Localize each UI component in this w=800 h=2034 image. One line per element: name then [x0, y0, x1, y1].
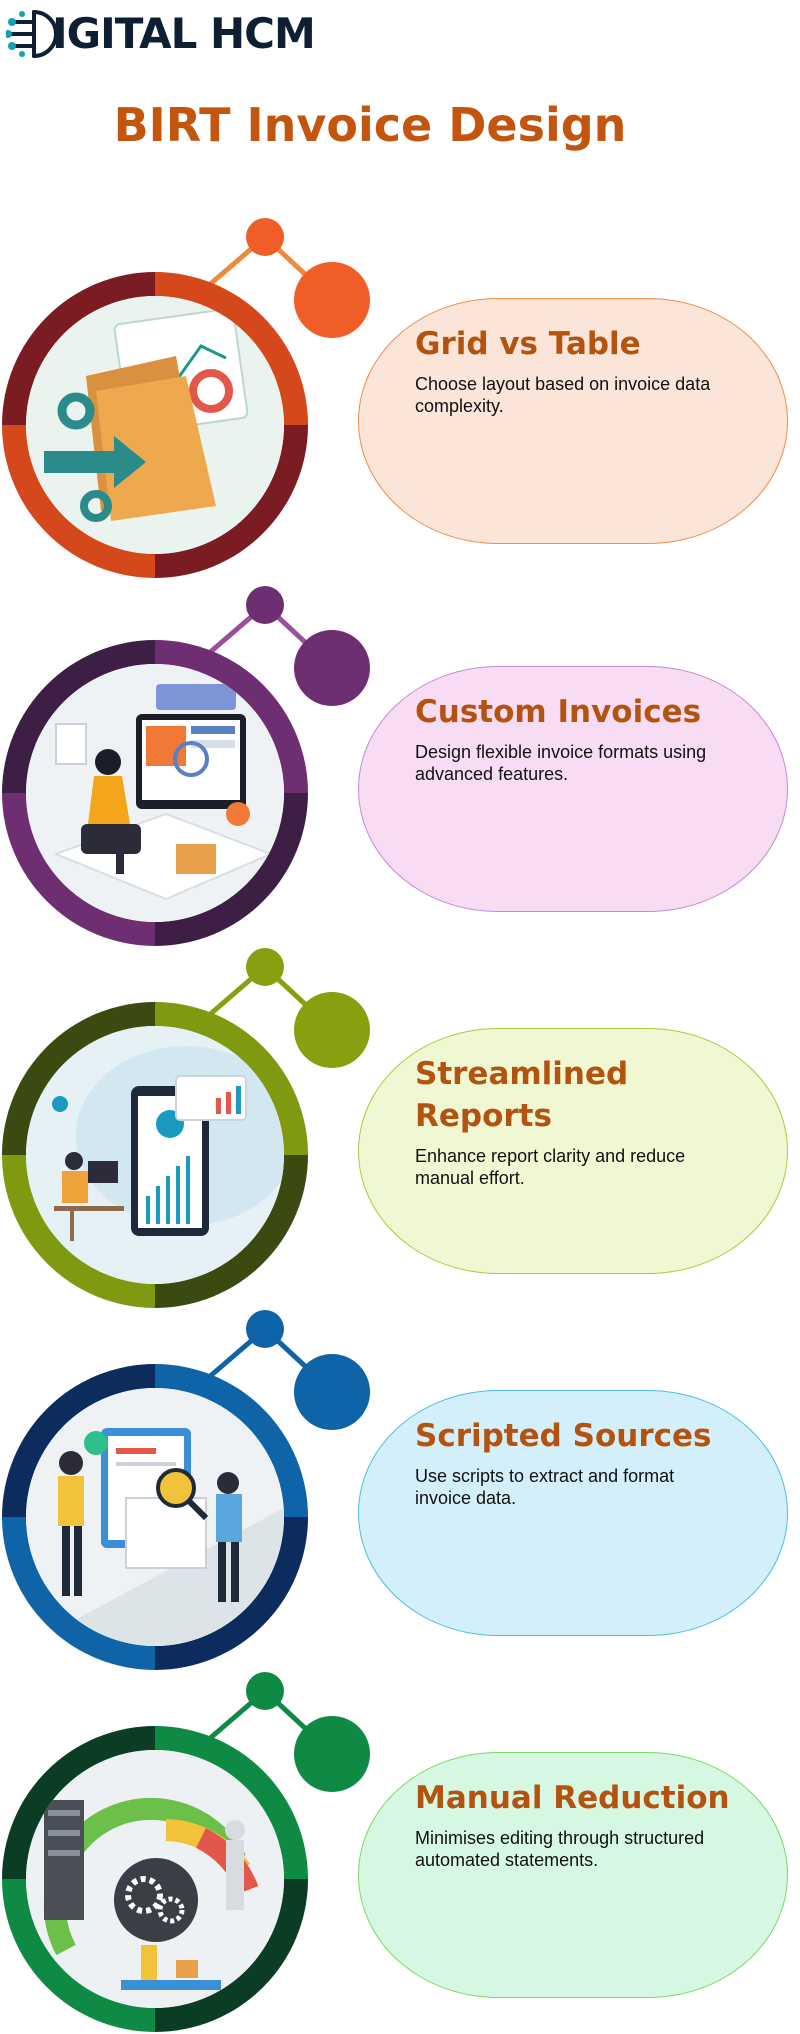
circuit-d-icon: [6, 10, 58, 58]
section-grid-vs-table: Grid vs Table Choose layout based on inv…: [0, 218, 800, 578]
illustration-ring: [2, 272, 308, 578]
card-streamlined-reports: Streamlined Reports Enhance report clari…: [358, 1028, 788, 1274]
connector-dot-large: [294, 992, 370, 1068]
connector-dot-large: [294, 1716, 370, 1792]
connector-dot-large: [294, 262, 370, 338]
section-custom-invoices: Custom Invoices Design flexible invoice …: [0, 586, 800, 946]
automation-gauge-icon: [26, 1750, 284, 2008]
card-text: Use scripts to extract and format invoic…: [415, 1466, 675, 1508]
illustration-ring: [2, 1364, 308, 1670]
connector-dot-small: [246, 1672, 284, 1710]
card-title: Grid vs Table: [415, 326, 641, 362]
connector-dot-small: [246, 948, 284, 986]
logo-text: IGITAL HCM: [52, 9, 316, 58]
card-text: Minimises editing through structured aut…: [415, 1828, 705, 1870]
connector-dot-small: [246, 218, 284, 256]
connector-dot-large: [294, 1354, 370, 1430]
card-custom-invoices: Custom Invoices Design flexible invoice …: [358, 666, 788, 912]
connector-dot-small: [246, 586, 284, 624]
card-manual-reduction: Manual Reduction Minimises editing throu…: [358, 1752, 788, 1998]
logo: IGITAL HCM: [6, 6, 316, 62]
card-title: Scripted Sources: [415, 1418, 712, 1454]
card-title: Custom Invoices: [415, 694, 702, 730]
page-title: BIRT Invoice Design: [113, 98, 627, 152]
connector-dot-small: [246, 1310, 284, 1348]
card-title: Streamlined Reports: [415, 1056, 629, 1134]
section-scripted-sources: Scripted Sources Use scripts to extract …: [0, 1310, 800, 1670]
analytics-dashboard-icon: [26, 1026, 284, 1284]
card-text: Choose layout based on invoice data comp…: [415, 374, 711, 416]
connector-dot-large: [294, 630, 370, 706]
section-manual-reduction: Manual Reduction Minimises editing throu…: [0, 1672, 800, 2032]
card-text: Design flexible invoice formats using ad…: [415, 742, 707, 784]
illustration-ring: [2, 1002, 308, 1308]
invoice-inspection-icon: [26, 1388, 284, 1646]
designer-at-monitor-icon: [26, 664, 284, 922]
folder-chart-icon: [26, 296, 284, 554]
card-text: Enhance report clarity and reduce manual…: [415, 1146, 686, 1188]
section-streamlined-reports: Streamlined Reports Enhance report clari…: [0, 948, 800, 1308]
card-scripted-sources: Scripted Sources Use scripts to extract …: [358, 1390, 788, 1636]
card-title: Manual Reduction: [415, 1780, 730, 1816]
card-grid-vs-table: Grid vs Table Choose layout based on inv…: [358, 298, 788, 544]
illustration-ring: [2, 1726, 308, 2032]
illustration-ring: [2, 640, 308, 946]
